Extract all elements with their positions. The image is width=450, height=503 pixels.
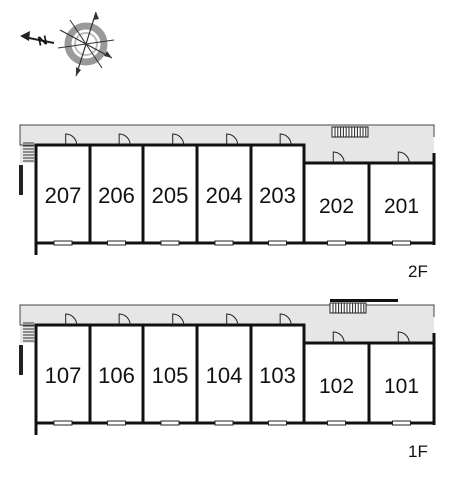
unit-walls — [34, 143, 92, 245]
unit-number: 107 — [45, 363, 82, 388]
unit-number: 201 — [384, 195, 419, 218]
north-arrow-icon — [20, 31, 55, 44]
door-swing-icon — [279, 313, 292, 326]
door-swing-icon — [226, 133, 239, 146]
window-icon — [268, 240, 287, 246]
staircase-frame — [331, 126, 369, 138]
door-swing-icon — [65, 313, 78, 326]
side-stair — [19, 322, 34, 375]
unit-number: 206 — [98, 183, 135, 208]
compass-rose-icon — [57, 11, 115, 77]
unit-204: 204 — [195, 133, 253, 246]
floor-2f: 207 206 205 204 203 202 201 2F — [19, 124, 436, 281]
window-icon — [107, 420, 126, 426]
door-swing-icon — [397, 331, 410, 344]
unit-106: 106 — [88, 313, 145, 426]
north-letter: N — [36, 32, 48, 49]
unit-number: 204 — [206, 183, 243, 208]
door-swing-icon — [172, 133, 185, 146]
side-stair-wall — [19, 165, 23, 195]
door-swing-icon — [332, 331, 345, 344]
unit-107: 107 — [34, 313, 92, 426]
door-swing-icon — [279, 133, 292, 146]
door-swing-icon — [118, 313, 131, 326]
corridor-outline — [19, 124, 435, 146]
door-swing-icon — [65, 133, 78, 146]
side-stair — [19, 142, 34, 195]
unit-102: 102 — [302, 331, 371, 426]
door-swing-icon — [118, 133, 131, 146]
window-icon — [53, 240, 73, 246]
unit-walls — [302, 161, 371, 245]
unit-number: 207 — [45, 183, 82, 208]
window-icon — [160, 420, 180, 426]
window-icon — [53, 420, 73, 426]
window-icon — [107, 240, 126, 246]
unit-205: 205 — [141, 133, 199, 246]
unit-number: 105 — [152, 363, 189, 388]
unit-201: 201 — [367, 151, 436, 246]
unit-105: 105 — [141, 313, 199, 426]
unit-number: 106 — [98, 363, 135, 388]
compass: N — [20, 11, 115, 77]
door-swing-icon — [332, 151, 345, 164]
window-icon — [160, 240, 180, 246]
window-icon — [327, 420, 346, 426]
door-swing-icon — [172, 313, 185, 326]
window-icon — [327, 240, 346, 246]
unit-walls — [195, 143, 253, 245]
unit-walls — [302, 341, 371, 425]
door-swing-icon — [226, 313, 239, 326]
unit-207: 207 — [34, 133, 92, 246]
unit-104: 104 — [195, 313, 253, 426]
floor-label: 1F — [408, 442, 428, 461]
unit-202: 202 — [302, 151, 371, 246]
unit-206: 206 — [88, 133, 145, 246]
stair-landing-wall — [330, 299, 398, 302]
unit-number: 101 — [384, 375, 419, 398]
unit-103: 103 — [249, 313, 306, 426]
unit-number: 205 — [152, 183, 189, 208]
staircase — [331, 126, 369, 138]
window-icon — [392, 240, 411, 246]
unit-walls — [249, 323, 306, 425]
unit-number: 103 — [259, 363, 296, 388]
unit-number: 202 — [319, 195, 354, 218]
unit-number: 104 — [206, 363, 243, 388]
staircase — [329, 299, 398, 314]
floor-1f: 107 106 105 104 103 102 101 1F — [19, 299, 436, 461]
window-icon — [268, 420, 287, 426]
floor-label: 2F — [408, 262, 428, 281]
unit-number: 102 — [319, 375, 354, 398]
staircase-frame — [329, 302, 367, 314]
corridor-outline — [19, 304, 435, 326]
unit-101: 101 — [367, 331, 436, 426]
unit-203: 203 — [249, 133, 306, 246]
window-icon — [392, 420, 411, 426]
window-icon — [214, 240, 234, 246]
side-stair-wall — [19, 345, 23, 375]
unit-walls — [88, 323, 145, 425]
window-icon — [214, 420, 234, 426]
unit-number: 203 — [259, 183, 296, 208]
door-swing-icon — [397, 151, 410, 164]
